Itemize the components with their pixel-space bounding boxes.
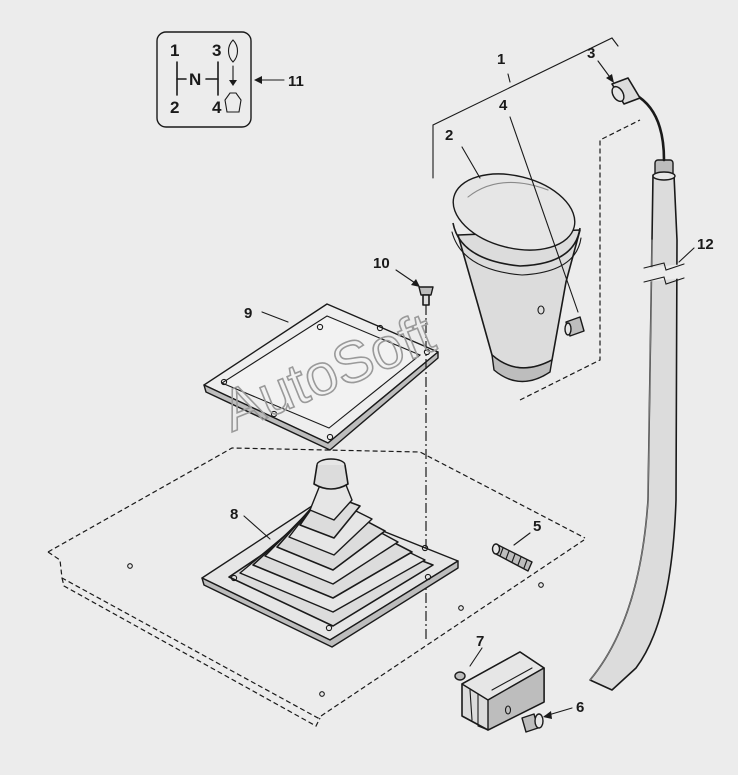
gear-3-label: 3 xyxy=(212,41,221,60)
callout-5: 5 xyxy=(533,518,541,535)
callout-8: 8 xyxy=(230,506,238,523)
callout-2: 2 xyxy=(445,127,453,144)
gear-1-label: 1 xyxy=(170,41,179,60)
callout-10: 10 xyxy=(373,255,390,272)
callout-6: 6 xyxy=(576,699,584,716)
range-high-icon xyxy=(227,39,239,63)
arrow-down-icon xyxy=(229,80,237,86)
shift-knob: 2 xyxy=(445,127,582,383)
rubber-boot: 8 xyxy=(201,458,459,648)
callout-11: 11 xyxy=(288,73,304,90)
callout-9: 9 xyxy=(244,305,252,322)
shift-pattern-decal: 1 2 3 4 N 11 xyxy=(156,31,304,128)
range-low-icon xyxy=(224,92,242,113)
lever-base-block: 7 6 xyxy=(454,633,584,733)
shift-lever: 3 12 xyxy=(587,45,714,691)
callout-7: 7 xyxy=(476,633,484,650)
callout-4: 4 xyxy=(499,97,508,114)
callout-12: 12 xyxy=(697,236,714,253)
set-screw: 4 xyxy=(499,97,585,337)
neutral-label: N xyxy=(189,70,201,89)
threaded-insert: 5 xyxy=(491,518,541,572)
callout-1: 1 xyxy=(497,51,505,68)
gasket-plate: 9 xyxy=(203,303,439,451)
floor-panel xyxy=(47,447,586,727)
knob-assembly-bracket: 1 xyxy=(432,37,641,401)
callout-3: 3 xyxy=(587,45,595,62)
gear-4-label: 4 xyxy=(212,98,222,117)
gear-2-label: 2 xyxy=(170,98,179,117)
